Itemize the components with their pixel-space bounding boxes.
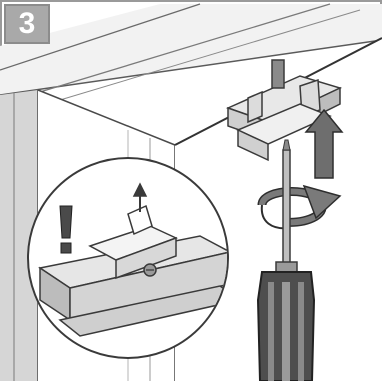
exclamation-icon [60,206,72,253]
step-number: 3 [19,9,36,39]
step-number-badge: 3 [4,4,50,44]
